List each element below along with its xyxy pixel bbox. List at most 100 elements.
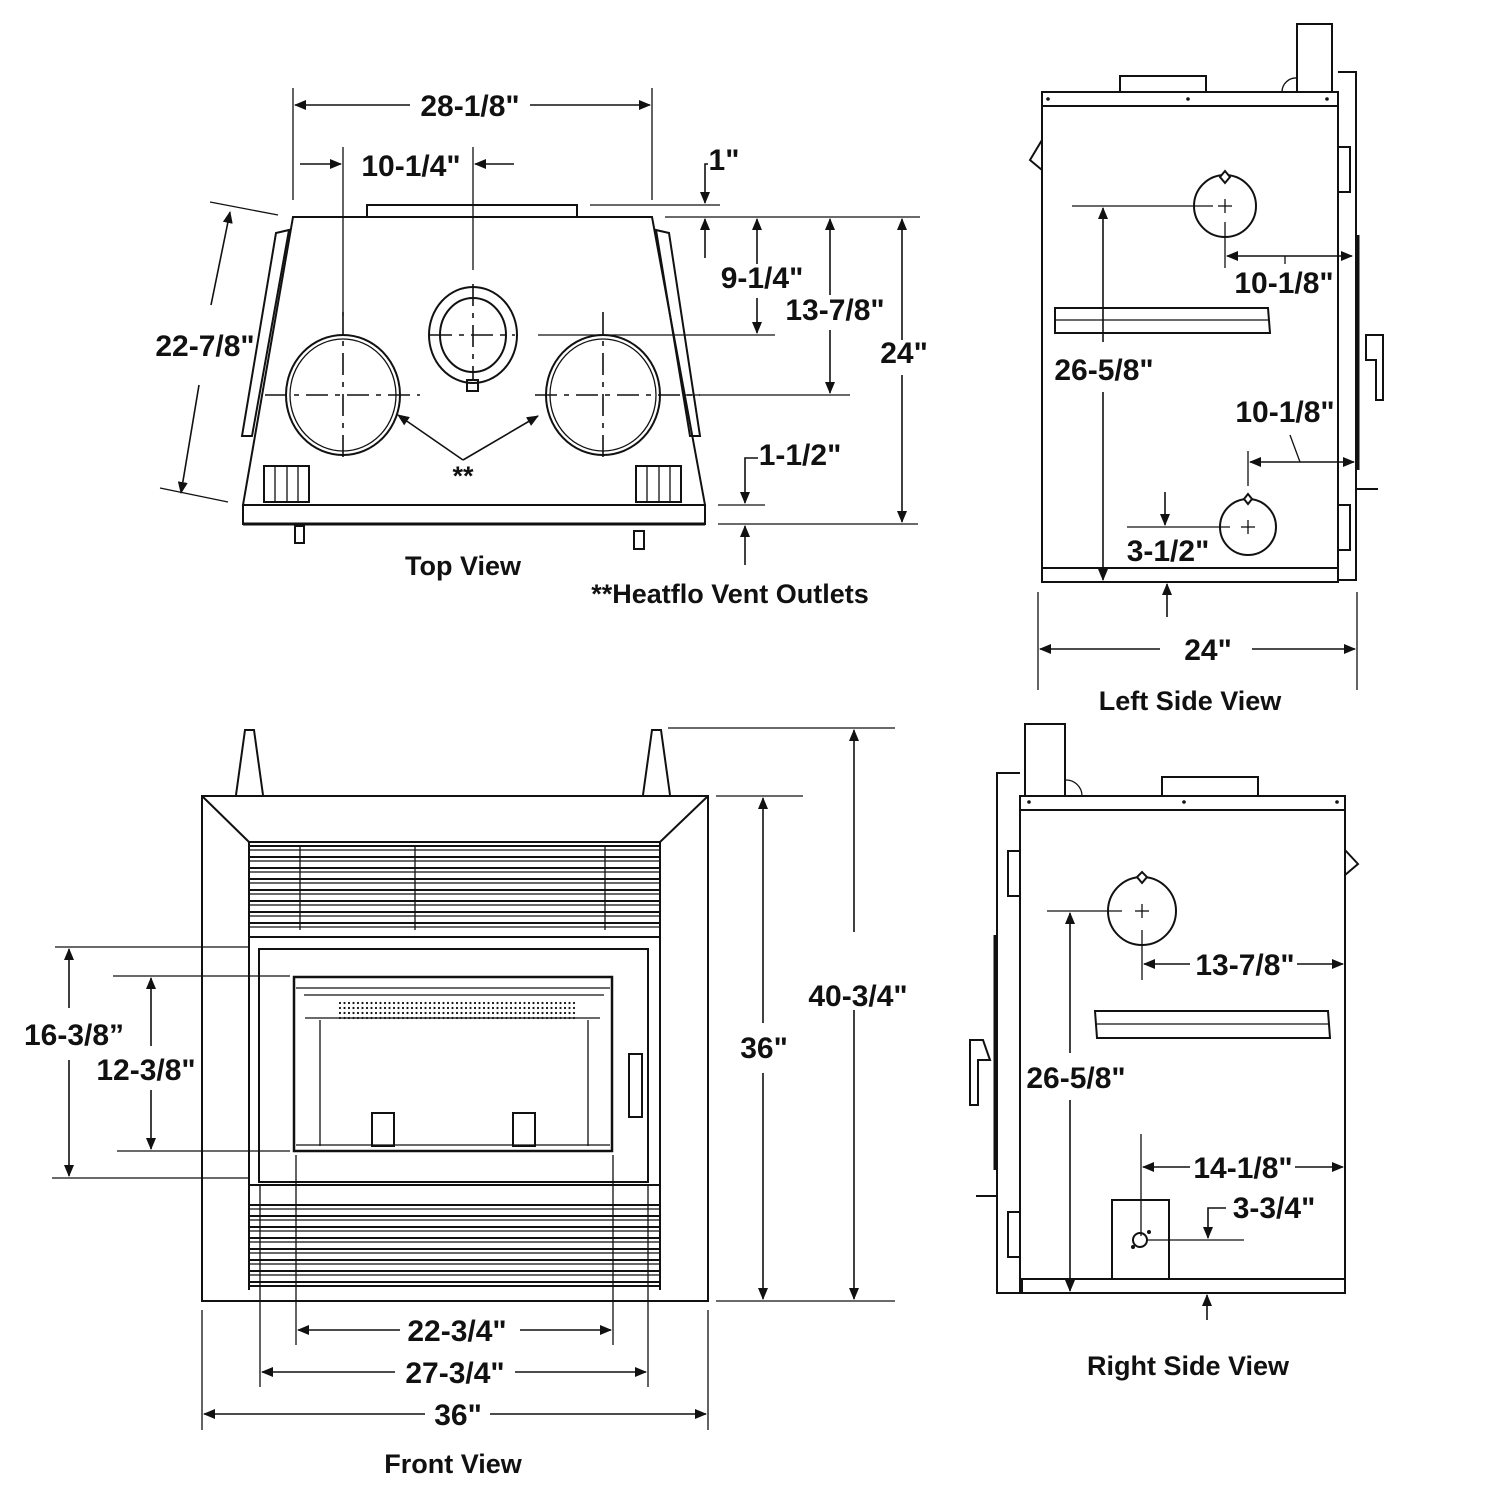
- right-side-flue-pipe: [1024, 723, 1066, 797]
- baffle-dot: [554, 1006, 558, 1010]
- baffle-dot: [518, 1006, 522, 1010]
- baffle-dot: [469, 1006, 472, 1010]
- baffle-dot: [415, 1001, 418, 1005]
- baffle-dot: [410, 1011, 414, 1015]
- baffle-dot: [442, 1011, 445, 1015]
- baffle-dot: [455, 1011, 459, 1015]
- baffle-dot: [379, 1016, 382, 1020]
- top-view-flue: [428, 284, 518, 392]
- baffle-dot: [356, 1001, 360, 1005]
- baffle-dot: [482, 1011, 486, 1015]
- baffle-dot: [559, 1006, 562, 1010]
- baffle-dot: [388, 1006, 391, 1010]
- baffle-dot: [442, 1006, 445, 1010]
- left-side-body: [1041, 91, 1339, 583]
- front-top-louvers: [249, 845, 660, 930]
- dim-left-overall-depth: 24": [1184, 634, 1232, 667]
- baffle-dot: [370, 1001, 373, 1005]
- baffle-dot: [401, 1011, 405, 1015]
- baffle-dot: [442, 1001, 445, 1005]
- dim-top-overall-width: 28-1/8": [420, 90, 519, 123]
- baffle-dot: [482, 1016, 486, 1020]
- top-view-body-outline: [241, 216, 707, 506]
- baffle-dot: [343, 1016, 346, 1020]
- baffle-dot: [536, 1001, 540, 1005]
- baffle-dot: [491, 1011, 495, 1015]
- baffle-dot: [338, 1001, 342, 1005]
- baffle-dot: [478, 1006, 481, 1010]
- baffle-dot: [401, 1006, 405, 1010]
- baffle-dot: [568, 1011, 571, 1015]
- baffle-dot: [374, 1001, 378, 1005]
- outlet-pointer-right: [462, 415, 539, 461]
- baffle-dot: [554, 1001, 558, 1005]
- baffle-dot: [415, 1006, 418, 1010]
- front-view-title: Front View: [384, 1449, 523, 1479]
- baffle-dot: [469, 1001, 472, 1005]
- baffle-dot: [343, 1006, 346, 1010]
- baffle-dot: [397, 1016, 400, 1020]
- dim-opening-height-inner: 12-3/8": [96, 1054, 195, 1087]
- baffle-dot: [406, 1001, 409, 1005]
- baffle-dot: [550, 1016, 553, 1020]
- baffle-dot: [572, 1011, 576, 1015]
- baffle-dot: [424, 1011, 427, 1015]
- baffle-dot: [523, 1006, 526, 1010]
- baffle-dot: [550, 1001, 553, 1005]
- baffle-dot: [505, 1011, 508, 1015]
- baffle-dot: [478, 1016, 481, 1020]
- baffle-dot: [383, 1006, 387, 1010]
- baffle-dot: [356, 1006, 360, 1010]
- baffle-dot: [568, 1016, 571, 1020]
- baffle-dot: [352, 1001, 355, 1005]
- left-side-top-rail: [1041, 91, 1339, 107]
- baffle-dot: [361, 1011, 364, 1015]
- baffle-dot: [487, 1011, 490, 1015]
- baffle-dot: [455, 1001, 459, 1005]
- baffle-dot: [473, 1016, 477, 1020]
- baffle-dot: [392, 1006, 396, 1010]
- dim-gas-inlet-height: 3-3/4": [1233, 1192, 1316, 1225]
- baffle-dot: [496, 1016, 499, 1020]
- dim-overall-height: 40-3/4": [808, 980, 907, 1013]
- baffle-dot: [401, 1001, 405, 1005]
- baffle-dot: [379, 1001, 382, 1005]
- baffle-dot: [527, 1001, 531, 1005]
- baffle-dot: [487, 1006, 490, 1010]
- baffle-dot: [505, 1016, 508, 1020]
- baffle-dot: [455, 1006, 459, 1010]
- baffle-dot: [370, 1016, 373, 1020]
- baffle-dot: [559, 1016, 562, 1020]
- front-standoff-left: [235, 729, 264, 796]
- dim-front-overall-width: 36": [434, 1399, 482, 1432]
- baffle-dot: [505, 1001, 508, 1005]
- baffle-dot: [523, 1016, 526, 1020]
- baffle-dot: [536, 1011, 540, 1015]
- baffle-dot: [352, 1016, 355, 1020]
- baffle-dot: [505, 1006, 508, 1010]
- baffle-dot: [514, 1016, 517, 1020]
- baffle-dot: [473, 1011, 477, 1015]
- top-view: ** 28-1/8" 10-1/4" 1" 9-1/4" 13-7/8" 24": [155, 88, 928, 609]
- baffle-dot: [514, 1006, 517, 1010]
- right-side-top-rail: [1019, 795, 1346, 811]
- front-log-grate-right: [512, 1112, 536, 1147]
- baffle-dot: [347, 1006, 351, 1010]
- baffle-dot: [397, 1011, 400, 1015]
- baffle-dot: [464, 1016, 468, 1020]
- baffle-dot: [437, 1016, 441, 1020]
- baffle-dot: [343, 1001, 346, 1005]
- baffle-dot: [541, 1006, 544, 1010]
- baffle-dot: [464, 1001, 468, 1005]
- baffle-dot: [437, 1006, 441, 1010]
- top-view-vent-right: [635, 465, 682, 503]
- baffle-dot: [509, 1006, 513, 1010]
- dim-flue-offset: 10-1/4": [361, 150, 460, 183]
- heatflo-footnote: **Heatflo Vent Outlets: [591, 579, 869, 609]
- baffle-dot: [500, 1016, 504, 1020]
- outlet-marker: **: [452, 461, 474, 491]
- heatflo-outlet-right: [535, 312, 700, 460]
- baffle-dot: [563, 1016, 567, 1020]
- baffle-dot: [410, 1006, 414, 1010]
- baffle-dot: [496, 1001, 499, 1005]
